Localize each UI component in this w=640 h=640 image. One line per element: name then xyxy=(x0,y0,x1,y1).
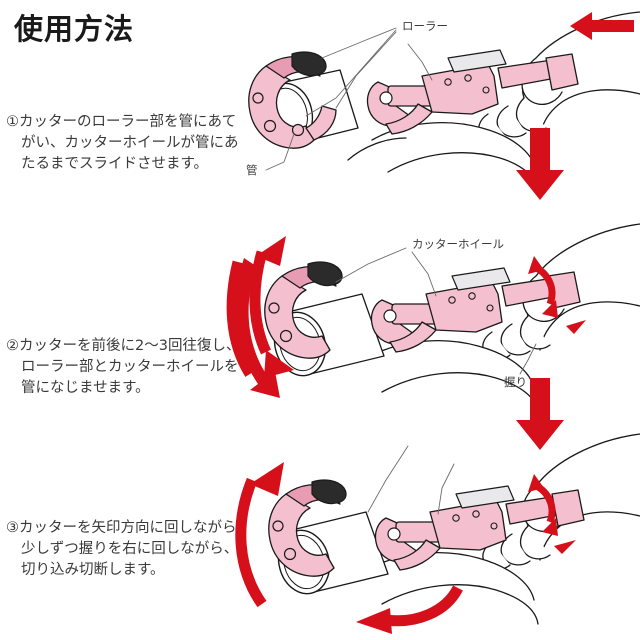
step-1-text: カッターのローラー部を管にあてがい、カッターホイールが管にあたるまでスライドさせ… xyxy=(19,114,239,172)
step-2-number: ② xyxy=(6,338,19,354)
cutter-head xyxy=(264,261,343,359)
grip-turn-arrow xyxy=(528,256,586,334)
step-1-to-2-arrow xyxy=(512,128,568,204)
rotate-bottom-arrow xyxy=(356,585,463,634)
cutter-head xyxy=(248,51,337,149)
page-title: 使用方法 xyxy=(14,12,135,46)
callout-leaders xyxy=(335,247,537,375)
step-2-diagram: カッターホイール 握り xyxy=(226,218,640,414)
step-2-text: カッターを前後に2〜3回往復し、ローラー部とカッターホイールを管になじませます。 xyxy=(19,338,241,396)
step-3-diagram xyxy=(235,420,640,638)
step-1-diagram: ローラー 管 xyxy=(236,2,640,202)
callout-leaders xyxy=(265,27,433,171)
step-2-to-3-arrow xyxy=(512,378,568,454)
step-3-text: カッターを矢印方向に回しながら少しずつ握りを右に回しながら、切り込み切断します。 xyxy=(19,520,239,578)
rotate-cutter-arrow xyxy=(235,462,284,608)
step-3-number: ③ xyxy=(6,520,19,536)
cutter-wheel-label: カッターホイール xyxy=(412,237,504,251)
cutter-body xyxy=(366,49,579,135)
step-1-number: ① xyxy=(6,114,19,130)
step-1-instruction: ①カッターのローラー部を管にあてがい、カッターホイールが管にあたるまでスライドさ… xyxy=(6,112,244,175)
grip-turn-arrow xyxy=(528,474,576,554)
back-and-forth-arrow xyxy=(226,236,294,398)
step-2-instruction: ②カッターを前後に2〜3回往復し、ローラー部とカッターホイールを管になじませます… xyxy=(6,336,244,399)
slide-left-arrow xyxy=(570,12,634,40)
grip-label: 握り xyxy=(504,375,527,389)
roller-label: ローラー xyxy=(402,19,448,33)
step-3-instruction: ③カッターを矢印方向に回しながら少しずつ握りを右に回しながら、切り込み切断します… xyxy=(6,518,244,581)
cutter-head xyxy=(268,479,347,577)
pipe-label: 管 xyxy=(246,163,258,177)
cutter-body xyxy=(367,445,585,571)
cutter-body xyxy=(370,267,581,353)
